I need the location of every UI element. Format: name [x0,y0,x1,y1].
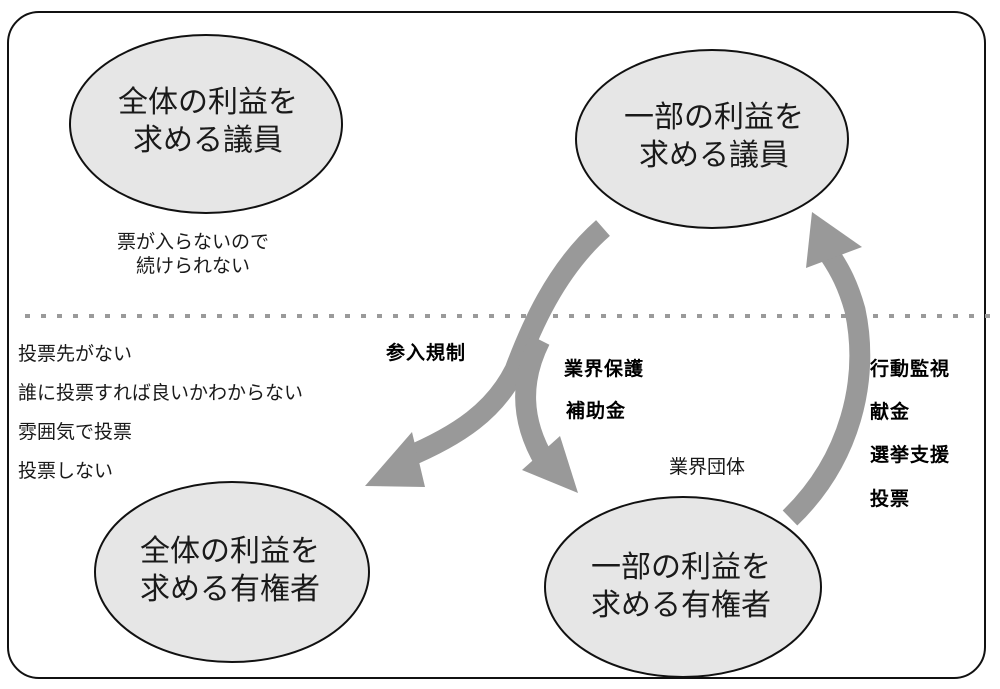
ellipse-voter-special [544,496,822,678]
voter-issues-list: 投票先がない 誰に投票すれば良いかわからない 雰囲気で投票 投票しない [18,342,303,498]
voter-issue-item: 誰に投票すれば良いかわからない [18,382,304,404]
note-line1: 票が入らないので [116,231,269,253]
node-voter-special: 一部の利益を 求める有権者 [591,549,771,625]
industry-group-label: 業界団体 [669,456,746,478]
voter-issue-item: 投票しない [18,460,114,482]
arrow-voter-support [782,212,871,526]
node-politician-general: 全体の利益を 求める議員 [118,84,298,160]
politician-general-note: 票が入らないので 続けられない [88,230,298,278]
diagram-frame [7,11,986,679]
node-label-line2: 求める有権者 [591,588,771,623]
label-industry-protection: 業界保護 [564,358,645,380]
ellipse-politician-special [575,49,849,229]
note-line2: 続けられない [135,255,250,277]
node-label-line2: 求める議員 [133,123,283,158]
node-label-line2: 求める有権者 [140,572,320,607]
label-donation: 献金 [870,401,911,423]
node-label-line1: 全体の利益を [118,85,298,120]
node-label-line1: 一部の利益を [591,550,771,585]
ellipse-voter-general [94,481,370,663]
voter-issue-item: 投票先がない [18,343,133,365]
label-voting: 投票 [870,488,911,510]
arrow-industry-protection [515,335,578,493]
node-label-line1: 一部の利益を [624,100,804,135]
node-politician-special: 一部の利益を 求める議員 [624,99,804,175]
label-entry-regulation: 参入規制 [386,342,467,364]
node-label-line1: 全体の利益を [140,534,320,569]
label-behavior-monitoring: 行動監視 [870,358,951,380]
label-election-support: 選挙支援 [870,444,951,466]
ellipse-politician-general [69,34,343,214]
label-subsidy: 補助金 [566,400,627,422]
node-voter-general: 全体の利益を 求める有権者 [140,533,320,609]
arrow-entry-regulation [365,220,611,487]
voter-issue-item: 雰囲気で投票 [18,421,133,443]
node-label-line2: 求める議員 [639,138,789,173]
